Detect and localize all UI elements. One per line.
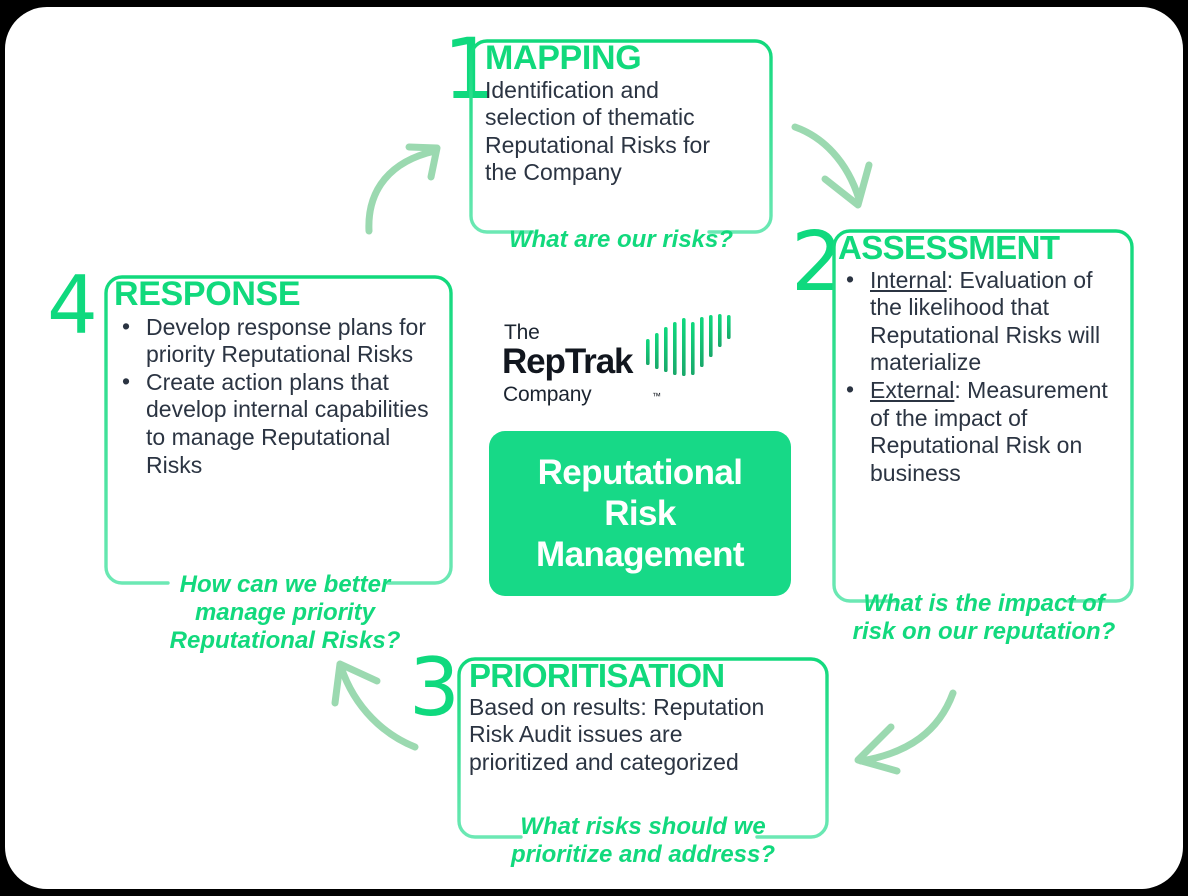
logo-line-the: The [504, 321, 540, 344]
arrow-assessment-to-prioritisation-icon [854, 689, 957, 775]
list-item: Create action plans that develop interna… [114, 368, 447, 479]
bullet-lead: Internal [870, 266, 947, 293]
bullet-text: Create action plans that develop interna… [146, 368, 429, 478]
reptrak-heart-bars-icon [646, 314, 731, 376]
desc-line: Based on results: Reputation [469, 693, 765, 720]
step-question-mapping: What are our risks? [508, 226, 734, 253]
step-title-response: RESPONSE [114, 275, 301, 313]
list-item: External: Measurement of the impact of R… [838, 376, 1128, 487]
step-number-4: 4 [47, 259, 98, 352]
arrow-mapping-to-assessment-icon [791, 123, 873, 209]
step-title-mapping: MAPPING [485, 39, 642, 77]
center-title-line: Reputational [537, 452, 743, 492]
step-box-response: RESPONSE Develop response plans for prio… [104, 275, 453, 585]
list-item: Internal: Evaluation of the likelihood t… [838, 266, 1128, 377]
reptrak-logo: The RepTrak Company ™ [492, 314, 752, 419]
desc-line: Risk Audit issues are [469, 721, 683, 748]
desc-line: selection of thematic [485, 104, 695, 131]
step-prioritisation[interactable]: 3 PRIORITISATION Based on results: Reput… [409, 641, 829, 868]
step-question-response: How can we better manage priority Reputa… [169, 571, 401, 654]
step-bullets-assessment: Internal: Evaluation of the likelihood t… [838, 266, 1128, 488]
step-title-prioritisation: PRIORITISATION [469, 657, 725, 694]
bullet-lead: External [870, 377, 955, 404]
step-box-prioritisation: PRIORITISATION Based on results: Reputat… [457, 657, 829, 839]
center-title-line: Management [536, 535, 745, 575]
step-question-assessment: What is the impact of risk on our reputa… [852, 590, 1116, 645]
bullet-text: : Measurement of the impact of Reputatio… [870, 377, 1108, 486]
diagram-card: 1 MAPPING Identification and selection o… [5, 7, 1183, 889]
logo-trademark-icon: ™ [652, 391, 661, 401]
logo-line-reptrak: RepTrak [502, 342, 634, 381]
bullet-text: Develop response plans for priority Repu… [146, 313, 426, 368]
step-bullets-response: Develop response plans for priority Repu… [114, 313, 447, 480]
step-box-mapping: MAPPING Identification and selection of … [469, 39, 773, 234]
logo-line-company: Company [503, 383, 592, 406]
center-title-line: Risk [604, 493, 676, 533]
bullet-text: : Evaluation of the likelihood that Repu… [870, 266, 1101, 376]
step-title-assessment: ASSESSMENT [838, 229, 1060, 266]
step-description-mapping: Identification and selection of thematic… [485, 77, 759, 187]
desc-line: prioritized and categorized [469, 748, 739, 775]
desc-line: Identification and [485, 76, 659, 103]
step-box-assessment: ASSESSMENT Internal: Evaluation of the l… [832, 229, 1134, 603]
step-number-3: 3 [409, 641, 460, 734]
step-assessment[interactable]: 2 ASSESSMENT Internal: Evaluation of the… [791, 222, 1137, 645]
step-mapping[interactable]: 1 MAPPING Identification and selection o… [443, 27, 773, 253]
step-response[interactable]: 4 RESPONSE Develop response plans for pr… [47, 259, 457, 654]
step-question-prioritisation: What risks should we prioritize and addr… [510, 813, 776, 868]
desc-line: Reputational Risks for [485, 131, 710, 158]
desc-line: the Company [485, 159, 622, 186]
list-item: Develop response plans for priority Repu… [114, 313, 447, 369]
step-description-prioritisation: Based on results: Reputation Risk Audit … [469, 694, 821, 777]
